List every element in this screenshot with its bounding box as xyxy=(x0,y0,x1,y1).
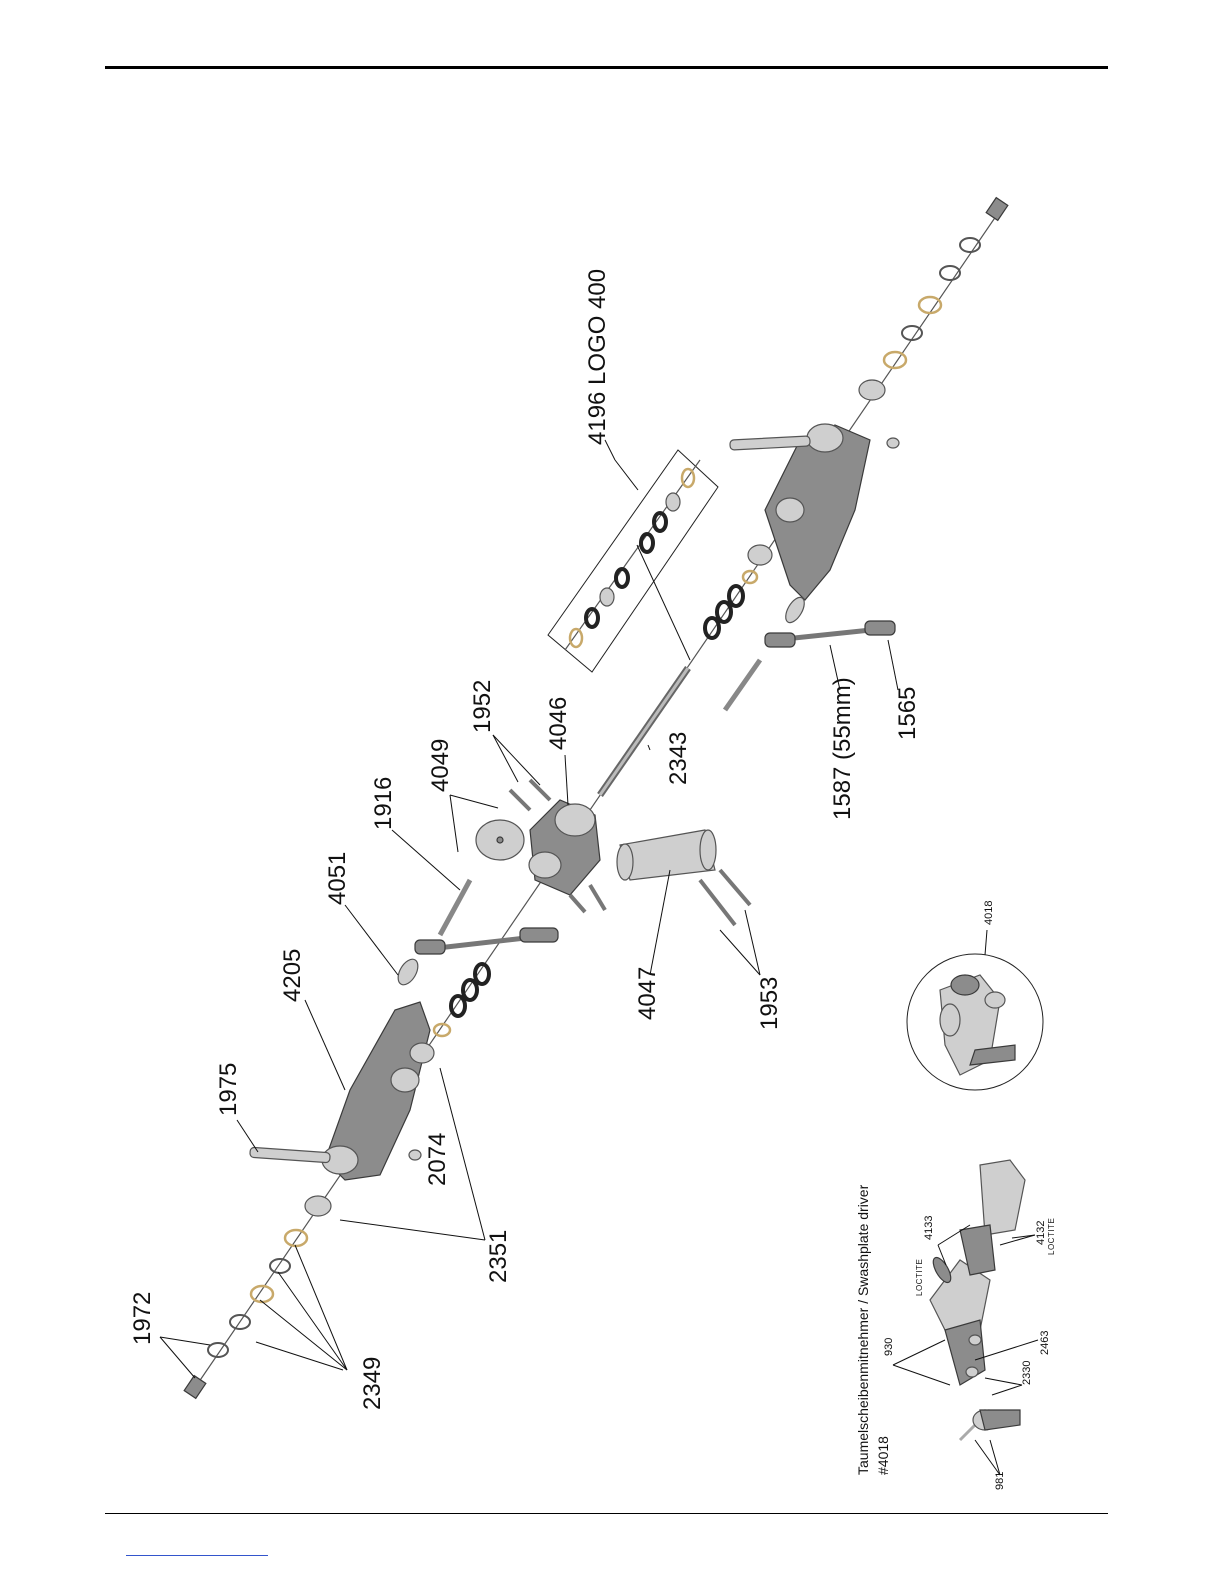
label-4205: 4205 xyxy=(279,949,306,1002)
label-4196: 4196 LOGO 400 xyxy=(584,269,611,445)
right-bearing-set xyxy=(705,545,772,638)
inset-label-2463: 2463 xyxy=(1039,1331,1051,1355)
inset-label-930: 930 xyxy=(883,1338,895,1356)
leader-lines xyxy=(160,440,898,1378)
label-4047: 4047 xyxy=(634,967,661,1020)
label-4046: 4046 xyxy=(545,697,572,750)
center-hub xyxy=(476,780,605,912)
left-bearing-set xyxy=(451,964,489,1016)
inset-loctite-1: LOCTITE xyxy=(915,1259,924,1296)
label-2074: 2074 xyxy=(424,1133,451,1186)
inset-title-number: #4018 xyxy=(875,1436,891,1475)
label-4018: 4018 xyxy=(983,901,995,925)
label-1565: 1565 xyxy=(894,687,921,740)
inset-label-2330: 2330 xyxy=(1021,1361,1033,1385)
right-hardware-stack xyxy=(859,198,1008,400)
swashplate-driver-inset xyxy=(893,1160,1038,1475)
label-4049: 4049 xyxy=(427,739,454,792)
inset-label-4133: 4133 xyxy=(923,1216,935,1240)
detail-callout-4018 xyxy=(907,930,1043,1090)
label-1953: 1953 xyxy=(756,977,783,1030)
inset-label-981: 981 xyxy=(994,1472,1006,1490)
label-2343: 2343 xyxy=(665,732,692,785)
inset-title: Taumelscheibenmitnehmer / Swashplate dri… xyxy=(855,1184,871,1475)
label-1916: 1916 xyxy=(370,777,397,830)
label-1587: 1587 (55mm) xyxy=(829,677,856,820)
label-1972: 1972 xyxy=(129,1292,156,1345)
inset-label-4132: 4132 xyxy=(1035,1221,1047,1245)
driver-collar xyxy=(617,830,750,925)
inset-loctite-2: LOCTITE xyxy=(1047,1218,1056,1255)
label-2351: 2351 xyxy=(485,1230,512,1283)
label-2349: 2349 xyxy=(359,1357,386,1410)
left-hardware-stack xyxy=(184,1196,331,1398)
right-linkage-rod xyxy=(725,594,895,710)
left-blade-grip xyxy=(250,1002,450,1180)
label-1952: 1952 xyxy=(469,680,496,733)
label-1975: 1975 xyxy=(215,1063,242,1116)
label-4051: 4051 xyxy=(324,852,351,905)
